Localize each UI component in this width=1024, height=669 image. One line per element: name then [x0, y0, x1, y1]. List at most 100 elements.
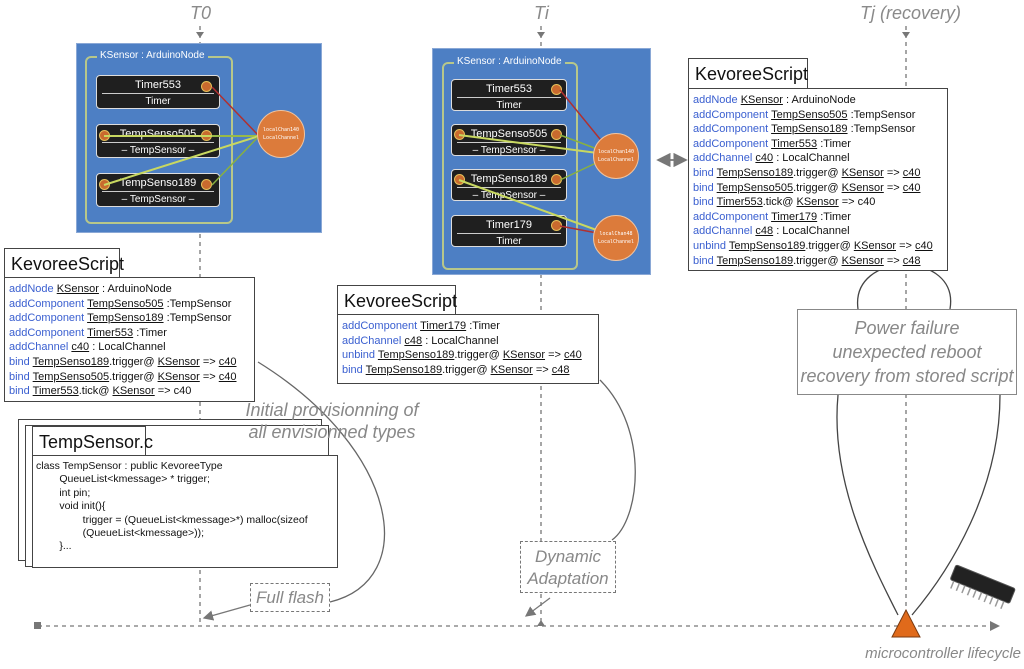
script-line: addComponent TempSenso505 :TempSensor [9, 297, 250, 312]
column-label-tj: Tj (recovery) [860, 3, 962, 23]
script-text: => [896, 239, 915, 252]
channel-type: LocalChannel [597, 157, 635, 163]
script-identifier: TempSenso189 [716, 254, 794, 267]
script-keyword: addChannel [693, 225, 756, 238]
script-line: addComponent TempSenso189 :TempSensor [9, 311, 250, 326]
orange-triangle-marker [891, 608, 921, 638]
script-keyword: bind [693, 254, 717, 267]
script-line: addChannel c48 : LocalChannel [342, 334, 594, 349]
ti-script-box: addComponent Timer179 :Timer addChannel c… [337, 314, 599, 384]
script-text: : ArduinoNode [98, 283, 172, 295]
ti-component-timer553[interactable]: Timer553 Timer [451, 79, 567, 111]
component-name: Timer179 [485, 219, 533, 231]
script-identifier: KSensor [841, 181, 884, 194]
script-text: => c40 [154, 385, 192, 398]
script-line: addNode KSensor : ArduinoNode [693, 93, 943, 108]
component-name: Timer553 [485, 83, 533, 95]
script-text: :TempSensor [847, 123, 916, 136]
script-line: addChannel c40 : LocalChannel [9, 340, 250, 355]
full-flash-note: Full flash [250, 583, 330, 612]
script-identifier: c48 [902, 254, 921, 267]
recovery-loop-left [836, 394, 899, 616]
ti-channel-c48[interactable]: localChan48 LocalChannel [593, 215, 639, 261]
script-text: .trigger@ [793, 181, 842, 194]
ti-node-panel: KSensor : ArduinoNode Timer553 Timer Tem… [432, 48, 651, 275]
script-identifier: TempSenso189 [32, 355, 110, 368]
script-identifier: TempSenso505 [87, 297, 164, 310]
script-identifier: c40 [218, 370, 237, 383]
script-keyword: bind [9, 385, 33, 398]
component-name: Timer553 [134, 79, 182, 91]
t0-script-title: KevoreeScript [4, 248, 124, 278]
t0-node-panel: KSensor : ArduinoNode Timer553 Timer Tem… [76, 43, 322, 233]
script-identifier: c40 [914, 239, 933, 252]
ti-script-title: KevoreeScript [337, 285, 457, 315]
port-temp[interactable] [551, 129, 562, 140]
script-keyword: addComponent [9, 326, 88, 339]
t0-component-tempsenso189[interactable]: TempSenso189 – TempSensor – [96, 173, 220, 207]
script-keyword: addChannel [342, 334, 405, 347]
script-text: : LocalChannel [89, 341, 166, 354]
dynamic-adaptation-note: Dynamic Adaptation [520, 541, 616, 593]
script-identifier: TempSenso189 [728, 239, 806, 252]
component-type: Timer [496, 100, 522, 111]
script-text: : LocalChannel [422, 334, 499, 347]
ti-bindings [458, 89, 614, 237]
recovery-loop-right [911, 394, 1001, 616]
script-text: :Timer [466, 320, 500, 332]
script-keyword: addComponent [342, 320, 421, 332]
axis-tick-ti [537, 620, 545, 626]
script-keyword: bind [9, 355, 33, 368]
component-type: Timer [145, 96, 171, 107]
component-name: TempSenso505 [470, 128, 548, 140]
script-text: => [883, 254, 903, 267]
lifecycle-axis-start [34, 622, 41, 629]
channel-type: LocalChannel [597, 239, 635, 245]
tj-script-title: KevoreeScript [688, 58, 808, 89]
column-top-marker-t0 [196, 32, 204, 38]
script-text: .trigger@ [109, 370, 158, 383]
script-identifier: TempSenso189 [716, 166, 794, 179]
t0-channel[interactable]: localChan140 LocalChannel [257, 110, 305, 158]
script-keyword: bind [9, 370, 33, 383]
script-keyword: bind [693, 166, 717, 179]
script-identifier: Timer179 [420, 320, 467, 332]
port-tick[interactable] [551, 84, 562, 95]
initial-provisioning-note: Initial provisionning of all envisionned… [245, 400, 419, 442]
script-text: :Timer [817, 137, 851, 150]
port-tick[interactable] [551, 220, 562, 231]
column-label-ti: Ti [534, 3, 549, 23]
port-tick[interactable] [201, 81, 212, 92]
script-keyword: bind [693, 196, 717, 209]
script-line: addChannel c40 : LocalChannel [693, 151, 943, 166]
script-text: => [199, 370, 219, 383]
script-identifier: Timer553 [87, 326, 134, 339]
script-line: addComponent Timer553 :Timer [9, 326, 250, 341]
script-text: .trigger@ [793, 254, 842, 267]
t0-node-title: KSensor : ArduinoNode [97, 50, 208, 61]
component-type: Timer [496, 236, 522, 247]
ti-component-timer179[interactable]: Timer179 Timer [451, 215, 567, 247]
script-identifier: KSensor [112, 385, 155, 398]
script-identifier: c40 [902, 166, 921, 179]
script-identifier: KSensor [56, 283, 99, 295]
script-keyword: addComponent [693, 210, 772, 223]
script-text: :TempSensor [163, 297, 232, 310]
ti-channel-c40[interactable]: localChan140 LocalChannel [593, 133, 639, 179]
script-text: :Timer [817, 210, 851, 223]
t0-component-timer553[interactable]: Timer553 Timer [96, 75, 220, 109]
script-text: => [545, 349, 564, 362]
script-text: => [532, 363, 552, 376]
channel-name: localChan140 [597, 149, 635, 155]
script-identifier: TempSenso189 [377, 349, 455, 362]
script-identifier: KSensor [490, 363, 533, 376]
ti-component-tempsenso505[interactable]: TempSenso505 – TempSensor – [451, 124, 567, 156]
script-line: bind TempSenso189.trigger@ KSensor => c4… [693, 166, 943, 181]
component-name: TempSenso189 [470, 173, 548, 185]
t0-bindings [103, 86, 260, 186]
ti-script-lines: addComponent Timer179 :Timer addChannel c… [338, 315, 598, 381]
script-identifier: KSensor [157, 370, 200, 383]
ti-node-box: KSensor : ArduinoNode [442, 56, 578, 270]
script-text: .trigger@ [442, 363, 491, 376]
